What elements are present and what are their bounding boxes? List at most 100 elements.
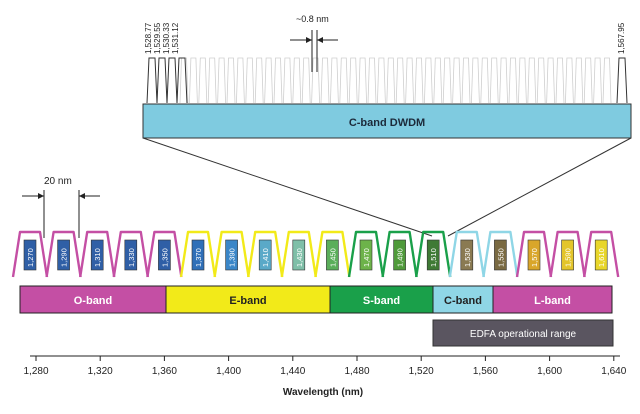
dwdm-channel-faint xyxy=(301,57,311,104)
dwdm-channel xyxy=(176,57,188,104)
dwdm-channel-faint xyxy=(226,57,236,104)
cwdm-channel-outline xyxy=(314,230,351,278)
cwdm-channel-outline xyxy=(146,230,183,278)
dwdm-channel-faint xyxy=(348,57,358,104)
spacing20-arrowhead-left xyxy=(38,193,44,199)
dwdm-channel-faint xyxy=(536,57,546,104)
dwdm-channel-faint xyxy=(442,57,452,104)
dwdm-channel-faint xyxy=(555,57,565,104)
cwdm-channel-box xyxy=(225,239,238,271)
dwdm-channel-faint xyxy=(292,57,302,104)
axis-title: Wavelength (nm) xyxy=(283,387,363,398)
band-segment xyxy=(329,285,434,314)
dwdm-channel-faint xyxy=(395,57,405,104)
cwdm-channel-label: 1,510 xyxy=(429,248,438,267)
dwdm-channel-faint xyxy=(414,57,424,104)
cwdm-channel-label: 1,330 xyxy=(127,248,136,267)
dwdm-channel-faint xyxy=(358,57,367,104)
dwdm-channel xyxy=(166,57,178,104)
dwdm-channel xyxy=(616,57,628,104)
dwdm-channel-faint xyxy=(546,57,555,104)
cwdm-channel-box xyxy=(57,239,70,271)
cwdm-channel-box xyxy=(460,239,474,271)
axis-tick-label: 1,400 xyxy=(216,366,241,377)
dwdm-tick-label: 1,528.77 xyxy=(144,22,153,54)
dwdm-channel-faint xyxy=(320,57,330,104)
dwdm-tick-label: 1,529.55 xyxy=(153,22,162,54)
cwdm-channel-outline xyxy=(112,230,149,278)
dwdm-channel-faint xyxy=(189,57,198,104)
dwdm-channel-faint xyxy=(405,57,414,104)
dwdm-channel-faint xyxy=(489,57,499,104)
band-segment xyxy=(432,285,494,314)
dwdm-channel-faint xyxy=(367,57,377,104)
cwdm-channel-box xyxy=(527,239,541,271)
zoom-line-left xyxy=(142,137,433,237)
cwdm-channel-box xyxy=(191,239,205,271)
cwdm-channel-label: 1,290 xyxy=(60,248,69,267)
cwdm-channel-outline xyxy=(11,230,49,278)
dwdm-tick-label: 1,531.12 xyxy=(171,22,180,54)
dwdm-channel-faint xyxy=(198,57,208,104)
dwdm-channel-faint xyxy=(377,57,386,104)
cwdm-channel-box xyxy=(561,239,574,271)
axis-tick-label: 1,480 xyxy=(344,366,369,377)
dwdm-channel-faint xyxy=(433,57,443,104)
cwdm-channel-label: 1,570 xyxy=(530,248,539,267)
dwdm-channel-faint xyxy=(339,57,349,104)
dwdm-channel-faint xyxy=(583,57,593,104)
cwdm-channel-label: 1,610 xyxy=(597,248,606,267)
axis-tick-label: 1,560 xyxy=(473,366,498,377)
dwdm-bar-label: C-band DWDM xyxy=(349,117,425,129)
cwdm-channel-label: 1,410 xyxy=(261,248,270,267)
cwdm-channel-box xyxy=(124,239,138,271)
edfa-label: EDFA operational range xyxy=(470,329,577,340)
axis-tick-label: 1,360 xyxy=(152,366,177,377)
spacing-label-08nm: ~0.8 nm xyxy=(296,14,329,24)
band-segment xyxy=(165,285,331,314)
cwdm-channel-label: 1,470 xyxy=(362,248,371,267)
spacing-label-20nm: 20 nm xyxy=(44,176,72,187)
axis-tick-label: 1,280 xyxy=(23,366,48,377)
cwdm-channel-label: 1,530 xyxy=(463,248,472,267)
edfa-bar xyxy=(432,319,614,347)
dwdm-channel-faint xyxy=(273,57,283,104)
cwdm-channel-outline xyxy=(280,230,317,278)
band-label: O-band xyxy=(74,295,113,307)
cwdm-channel-label: 1,490 xyxy=(396,248,405,267)
cwdm-channel-outline xyxy=(549,230,586,278)
cwdm-channel-box xyxy=(23,239,37,271)
axis-tick-label: 1,440 xyxy=(280,366,305,377)
band-segment xyxy=(492,285,613,314)
cwdm-channel-label: 1,370 xyxy=(194,248,203,267)
cwdm-channel-label: 1,350 xyxy=(160,248,169,267)
cwdm-channel-box xyxy=(158,239,171,271)
dwdm-channel-faint xyxy=(480,57,490,104)
dwdm-channel-faint xyxy=(508,57,518,104)
dwdm-channel-faint xyxy=(565,57,574,104)
cwdm-channel-box xyxy=(359,239,373,271)
dwdm-channel-faint xyxy=(245,57,255,104)
cwdm-channel-outline xyxy=(515,230,553,278)
dwdm-channel xyxy=(146,57,158,104)
zoom-line-right xyxy=(447,137,632,237)
dwdm-channel-faint xyxy=(424,57,433,104)
dwdm-channel-faint xyxy=(207,57,217,104)
cwdm-channel-label: 1,450 xyxy=(328,248,337,267)
cwdm-channel-label: 1,430 xyxy=(295,248,304,267)
cwdm-channel-outline xyxy=(415,230,452,278)
dwdm-channel-faint xyxy=(593,57,602,104)
cwdm-channel-box xyxy=(258,239,272,271)
cwdm-channel-label: 1,550 xyxy=(496,248,505,267)
band-label: E-band xyxy=(229,295,266,307)
cwdm-channel-label: 1,390 xyxy=(228,248,237,267)
cwdm-channel-box xyxy=(494,239,507,271)
axis-tick-label: 1,320 xyxy=(88,366,113,377)
cwdm-channel-box xyxy=(292,239,306,271)
spacing-arrowhead-right xyxy=(317,37,323,43)
dwdm-channel-faint xyxy=(527,57,537,104)
dwdm-channel-faint xyxy=(461,57,471,104)
